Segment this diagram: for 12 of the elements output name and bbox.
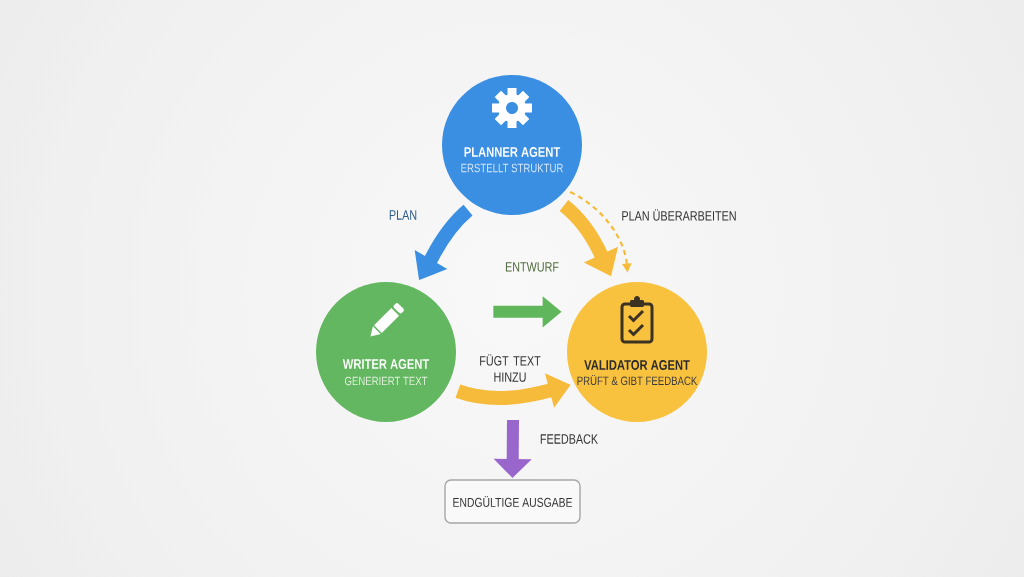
edge-label: PLAN bbox=[389, 210, 417, 220]
node-subtitle: ERSTELLT STRUKTUR bbox=[461, 163, 563, 173]
node-title: VALIDATOR AGENT bbox=[584, 360, 690, 370]
edge-label: PLAN ÜBERARBEITEN bbox=[622, 209, 736, 221]
edge-label: FEEDBACK bbox=[540, 434, 598, 444]
node-title: PLANNER AGENT bbox=[464, 147, 561, 157]
edge-label: ENTWURF bbox=[505, 262, 559, 272]
node-subtitle: PRÜFT & GIBT FEEDBACK bbox=[577, 374, 698, 386]
edge-label: FÜGT TEXT HINZU bbox=[480, 354, 541, 382]
node-title: WRITER AGENT bbox=[342, 359, 430, 369]
node-subtitle: GENERIERT TEXT bbox=[344, 376, 428, 386]
output-box: ENDGÜLTIGE AUSGABE bbox=[444, 479, 581, 524]
